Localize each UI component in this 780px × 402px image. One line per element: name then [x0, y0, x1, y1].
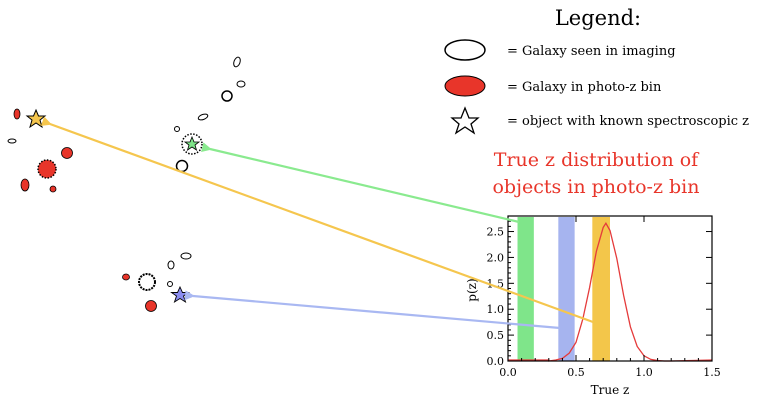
- x-tick-label: 0.5: [567, 366, 585, 379]
- x-tick-label: 1.0: [635, 366, 653, 379]
- red-galaxy: [49, 185, 57, 193]
- y-tick-label: 2.5: [487, 226, 505, 239]
- green-star-icon: [183, 135, 201, 151]
- star-icon: [450, 106, 480, 135]
- open-galaxy: [233, 56, 241, 68]
- pz-curve: [508, 222, 713, 362]
- galaxy-group-middle: [174, 56, 246, 173]
- red-galaxy: [61, 147, 73, 159]
- band-orange: [592, 217, 610, 361]
- redshift-bands: [517, 217, 610, 361]
- x-tick-label: 1.5: [703, 366, 721, 379]
- open-galaxy: [221, 90, 233, 102]
- headline-line2: objects in photo-z bin: [492, 176, 699, 198]
- open-galaxy: [180, 252, 192, 260]
- open-galaxy: [167, 281, 173, 287]
- legend-entry-spectro: = object with known spectroscopic z: [507, 114, 749, 129]
- red-galaxy: [145, 300, 157, 312]
- open-galaxy: [236, 80, 246, 88]
- open-galaxy: [7, 138, 17, 144]
- legend-title: Legend:: [555, 6, 641, 30]
- open-galaxy: [174, 126, 180, 132]
- legend-entry-photoz: = Galaxy in photo-z bin: [507, 80, 662, 95]
- orange-star-icon: [25, 108, 47, 129]
- y-axis-label: p(z): [465, 278, 479, 301]
- headline-line1: True z distribution of: [494, 149, 700, 171]
- galaxy-group-lower: [122, 252, 192, 312]
- red-ellipse-icon: [444, 75, 486, 97]
- y-tick-label: 2.0: [487, 251, 505, 264]
- open-ellipse-icon: [444, 39, 486, 61]
- green-arrow: [201, 142, 520, 224]
- connector-arrows: [40, 116, 594, 330]
- y-tick-label: 0.0: [487, 355, 505, 368]
- galaxy-group-left: [7, 108, 73, 193]
- x-tick-label: 0.0: [499, 366, 517, 379]
- blue-arrow: [184, 290, 561, 330]
- red-galaxy: [13, 108, 21, 120]
- open-galaxy: [138, 273, 156, 291]
- band-green: [517, 217, 534, 361]
- blue-star-icon: [170, 285, 190, 304]
- orange-arrow: [40, 116, 594, 324]
- y-tick-label: 0.5: [487, 329, 505, 342]
- band-blue: [558, 217, 575, 361]
- open-galaxy: [167, 260, 175, 270]
- open-galaxy: [197, 113, 209, 121]
- red-galaxy: [37, 159, 57, 179]
- x-axis-label: True z: [591, 383, 630, 397]
- legend-entry-imaging: = Galaxy seen in imaging: [507, 44, 676, 59]
- red-galaxy: [122, 273, 130, 281]
- red-galaxy: [20, 178, 30, 192]
- y-tick-label: 1.0: [487, 303, 505, 316]
